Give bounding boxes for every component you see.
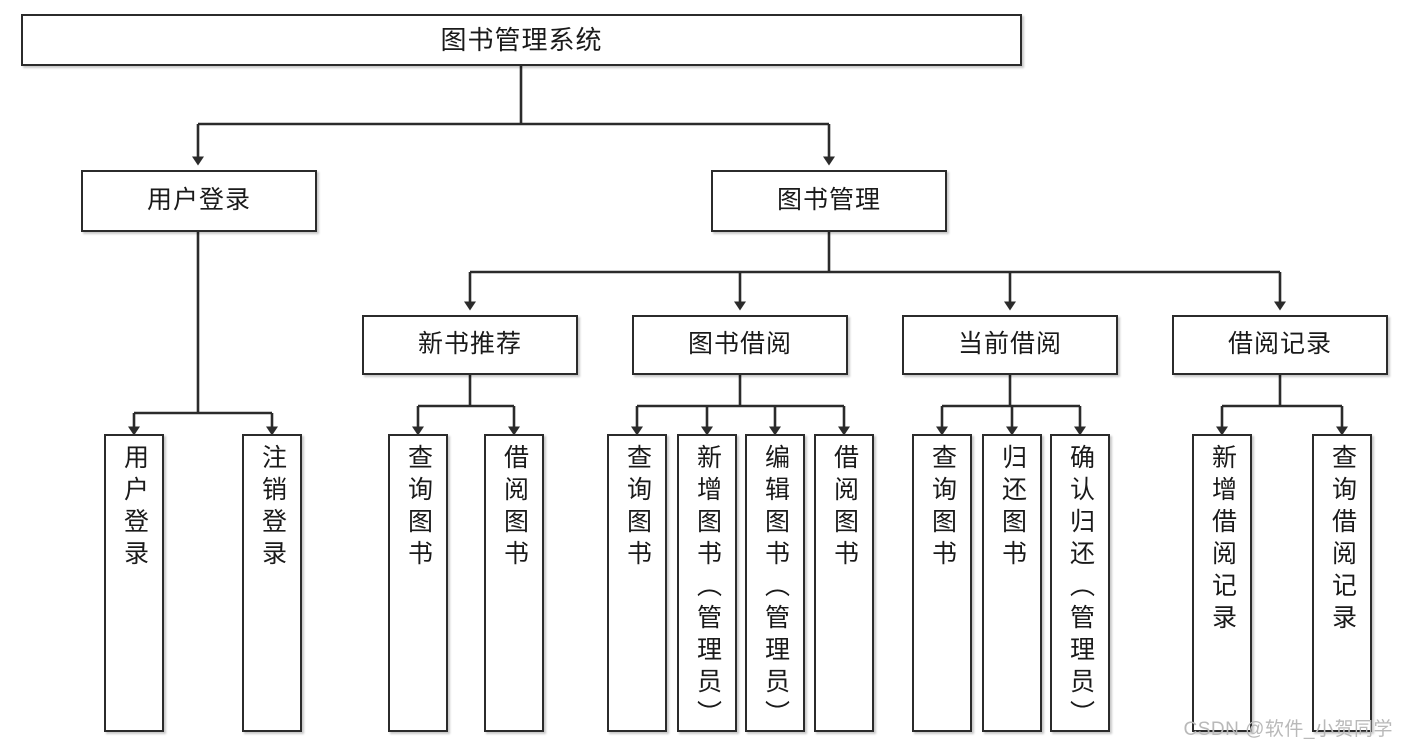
node-leaf-add-book[interactable]: 新增图书（管理员） [677, 434, 737, 732]
node-new-book-recommend-label: 新书推荐 [417, 330, 522, 359]
node-leaf-return-book[interactable]: 归还图书 [982, 434, 1042, 732]
node-leaf-borrow-book-2[interactable]: 借阅图书 [814, 434, 874, 732]
node-leaf-query-book-2[interactable]: 查询图书 [607, 434, 667, 732]
node-leaf-query-borrow-record-label: 查询借阅记录 [1328, 444, 1357, 636]
node-leaf-confirm-return[interactable]: 确认归还（管理员） [1050, 434, 1110, 732]
node-leaf-query-book-1[interactable]: 查询图书 [388, 434, 448, 732]
node-user-login-label: 用户登录 [146, 186, 251, 215]
node-leaf-return-book-label: 归还图书 [998, 444, 1027, 572]
node-leaf-borrow-book-1-label: 借阅图书 [500, 444, 529, 572]
node-leaf-query-book-1-label: 查询图书 [404, 444, 433, 572]
node-user-login[interactable]: 用户登录 [81, 170, 317, 232]
node-book-management[interactable]: 图书管理 [711, 170, 947, 232]
node-borrow-record[interactable]: 借阅记录 [1172, 315, 1388, 375]
node-book-management-label: 图书管理 [776, 186, 881, 215]
node-current-borrow[interactable]: 当前借阅 [902, 315, 1118, 375]
node-leaf-logout-login[interactable]: 注销登录 [242, 434, 302, 732]
node-leaf-edit-book-label: 编辑图书（管理员） [761, 444, 790, 732]
node-root-label: 图书管理系统 [440, 24, 603, 55]
node-leaf-edit-book[interactable]: 编辑图书（管理员） [745, 434, 805, 732]
node-leaf-query-book-3-label: 查询图书 [928, 444, 957, 572]
node-leaf-borrow-book-1[interactable]: 借阅图书 [484, 434, 544, 732]
node-new-book-recommend[interactable]: 新书推荐 [362, 315, 578, 375]
node-leaf-user-login[interactable]: 用户登录 [104, 434, 164, 732]
csdn-watermark: CSDN @软件_小贺同学 [1183, 719, 1393, 740]
node-book-borrow[interactable]: 图书借阅 [632, 315, 848, 375]
node-leaf-query-book-2-label: 查询图书 [623, 444, 652, 572]
node-leaf-query-borrow-record[interactable]: 查询借阅记录 [1312, 434, 1372, 732]
node-leaf-logout-login-label: 注销登录 [258, 444, 287, 572]
node-leaf-confirm-return-label: 确认归还（管理员） [1066, 444, 1095, 732]
node-leaf-query-book-3[interactable]: 查询图书 [912, 434, 972, 732]
node-leaf-add-borrow-record[interactable]: 新增借阅记录 [1192, 434, 1252, 732]
node-leaf-add-borrow-record-label: 新增借阅记录 [1208, 444, 1237, 636]
node-book-borrow-label: 图书借阅 [687, 330, 792, 359]
node-root[interactable]: 图书管理系统 [21, 14, 1022, 66]
node-leaf-user-login-label: 用户登录 [120, 444, 149, 572]
node-leaf-add-book-label: 新增图书（管理员） [693, 444, 722, 732]
node-borrow-record-label: 借阅记录 [1227, 330, 1332, 359]
node-current-borrow-label: 当前借阅 [957, 330, 1062, 359]
node-leaf-borrow-book-2-label: 借阅图书 [830, 444, 859, 572]
